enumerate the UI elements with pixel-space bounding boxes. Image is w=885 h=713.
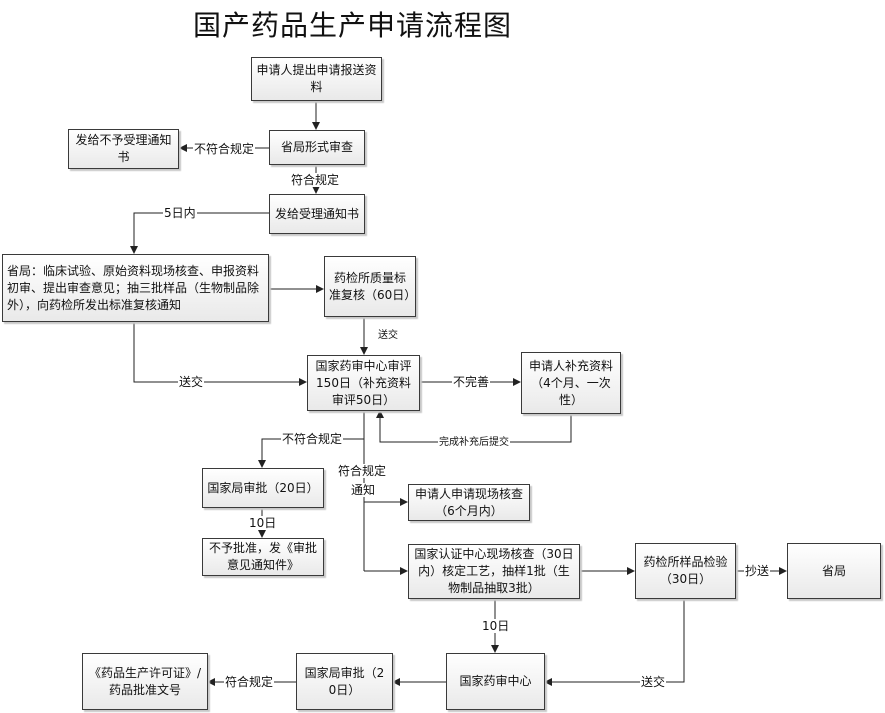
edge-n4-n5 [130,212,269,254]
node-provincial-inspection: 省局：临床试验、原始资料现场核查、申报资料初审、提出审查意见；抽三批样品（生物制… [2,254,269,322]
label-conform-notify-2: 通知 [350,483,377,497]
label-10-days-1: 10日 [248,516,278,530]
node-cde-center: 国家药审中心 [446,653,545,710]
label-not-conform: 不符合规定 [193,142,256,156]
node-provincial-form-review: 省局形式审查 [269,130,365,165]
node-standard-review: 药检所质量标准复核（60日） [324,256,416,317]
page-title: 国产药品生产申请流程图 [193,9,513,42]
label-conform: 符合规定 [290,173,341,187]
node-site-inspection-request: 申请人申请现场核查（6个月内） [408,484,530,521]
node-rejection-notice: 发给不予受理通知书 [68,129,179,169]
node-sample-testing: 药检所样品检验（30日） [635,543,736,599]
node-nmpa-approval-1: 国家局审批（20日） [202,468,324,508]
label-incomplete: 不完善 [452,375,491,389]
label-not-conform-2: 不符合规定 [281,432,344,446]
node-cde-evaluation: 国家药审中心审评150日（补充资料审评50日） [307,355,420,411]
label-within-5-days: 5日内 [163,206,197,220]
edge-n13-n15 [544,599,685,686]
edge-n5-n7 [133,322,307,386]
node-provincial-bureau: 省局 [787,543,881,599]
label-send-to-center: 送交 [640,675,667,689]
label-conform-3: 符合规定 [224,675,275,689]
node-supplement-materials: 申请人补充资料（4个月、一次性） [521,352,621,414]
label-conform-notify-1: 符合规定 [337,464,388,478]
node-nmpa-approval-2: 国家局审批（20日） [296,653,393,710]
label-send-from-province: 送交 [178,375,205,389]
label-resubmit: 完成补充后提交 [438,436,510,450]
node-disapproval-notice: 不予批准，发《审批意见通知件》 [202,538,324,576]
label-10-days-2: 10日 [481,619,511,633]
node-production-license: 《药品生产许可证》/药品批准文号 [82,653,208,710]
label-send-to-cde: 送交 [377,329,399,343]
label-cc: 抄送 [744,564,771,578]
node-acceptance-notice: 发给受理通知书 [269,194,365,234]
node-submit-materials: 申请人提出申请报送资料 [251,57,382,101]
node-certification-center-inspection: 国家认证中心现场核查（30日内）核定工艺，抽样1批（生物制品抽取3批） [408,544,580,599]
